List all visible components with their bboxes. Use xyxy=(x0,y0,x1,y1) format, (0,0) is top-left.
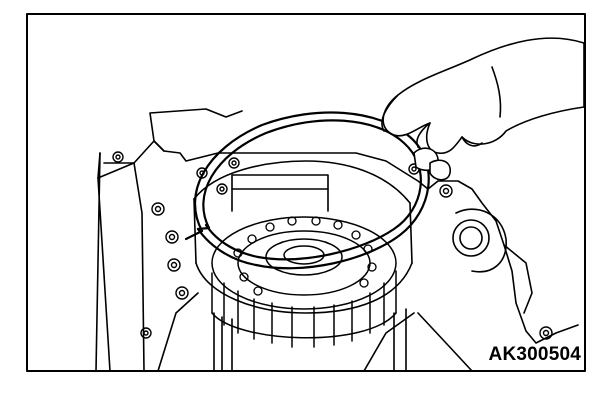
transmission-case xyxy=(95,108,579,372)
snap-ring-removal-illustration xyxy=(26,13,586,372)
figure-reference-code: AK300504 xyxy=(488,344,581,365)
splined-hub xyxy=(211,216,397,348)
clutch-drum xyxy=(193,160,413,372)
case-bolts xyxy=(112,151,553,340)
hand xyxy=(381,37,585,181)
